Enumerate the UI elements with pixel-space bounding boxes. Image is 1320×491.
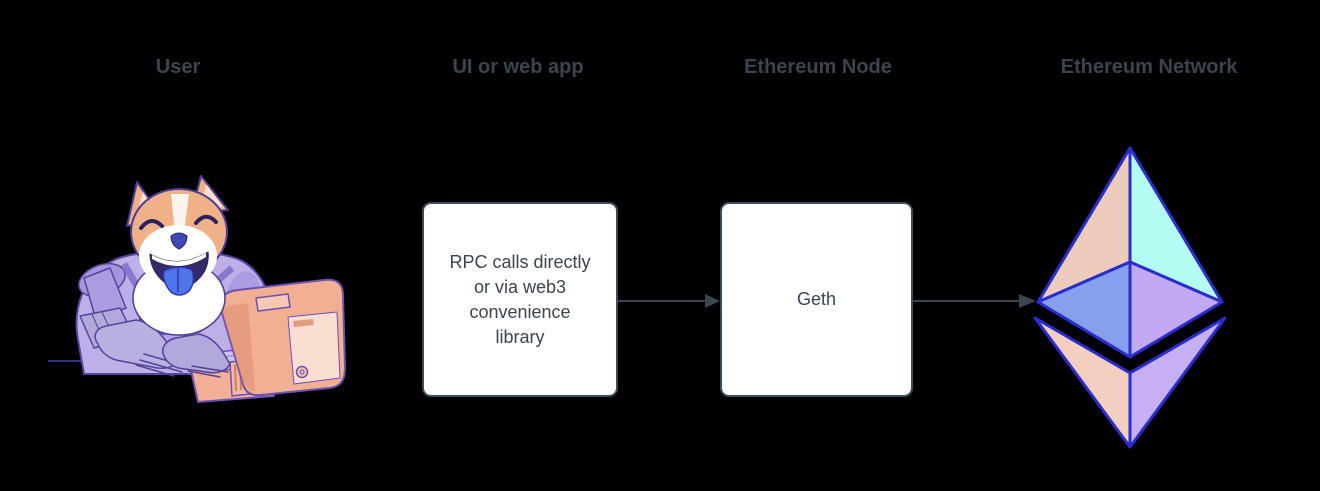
retro-computer [189, 278, 347, 403]
computer-side-shade [221, 303, 255, 392]
computer-badge-inner [299, 369, 305, 375]
webapp-node-text: RPC calls directly or via web3 convenien… [449, 251, 591, 347]
column-label-ui-or-web-app: UI or web app [452, 56, 584, 78]
computer-slot [293, 319, 314, 327]
connector-geth-to-network [913, 294, 1036, 308]
arrow-right-icon [705, 294, 720, 308]
eth-face-mid-right [1128, 260, 1224, 359]
geth-node-box: Geth [720, 202, 913, 397]
webapp-node-box: RPC calls directly or via web3 convenien… [422, 202, 618, 397]
computer-badge [295, 365, 309, 379]
arrow-right-icon [1019, 294, 1036, 308]
doge-head [126, 175, 229, 336]
connector-webapp-to-geth [618, 294, 720, 308]
ethereum-logo-icon [1033, 146, 1227, 449]
column-label-user: User [155, 56, 201, 78]
white-blaze [171, 194, 189, 232]
right-fingers [187, 365, 229, 378]
nose [170, 232, 188, 250]
column-label-ethereum-node: Ethereum Node [744, 56, 892, 78]
robotic-hands [79, 267, 231, 378]
computer-top-cap [255, 293, 291, 312]
right-hand-mitt [162, 333, 231, 374]
left-eye-closed [139, 219, 164, 230]
teeth [152, 253, 206, 267]
doge-astronaut-at-computer-illustration [48, 175, 347, 403]
eth-face-bottom-right [1128, 316, 1227, 449]
column-label-ethereum-network: Ethereum Network [1060, 56, 1238, 78]
geth-node-text: Geth [796, 289, 837, 309]
right-eye-closed [194, 214, 218, 225]
left-upper-arm [83, 267, 127, 321]
